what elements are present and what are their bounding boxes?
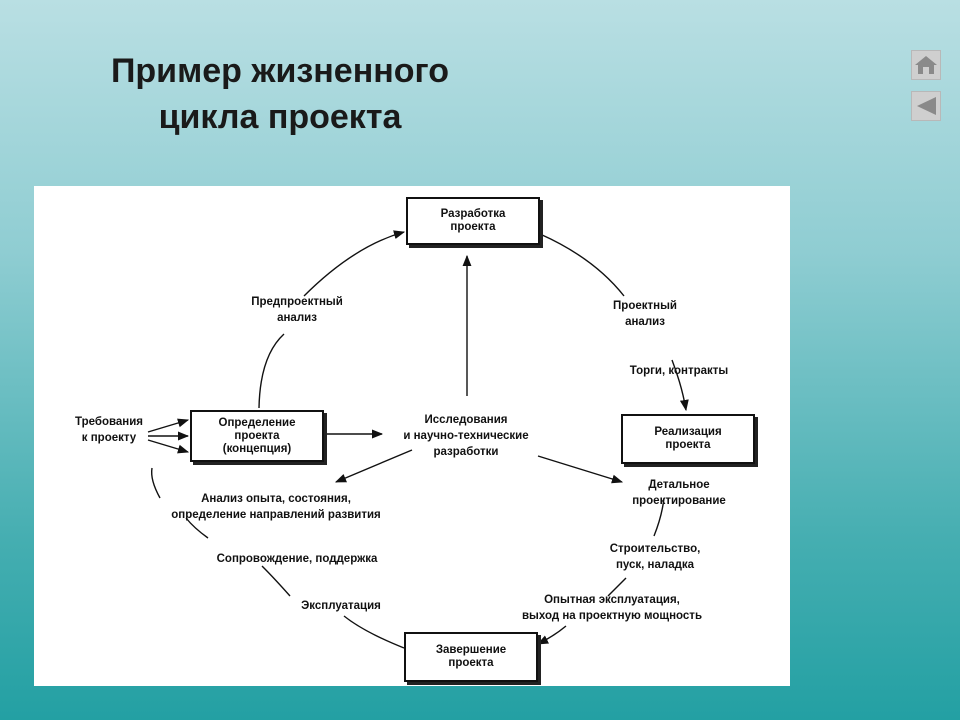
label-experience: Анализ опыта, состояния, определение нап… bbox=[146, 491, 406, 523]
label-requirements: Требования к проекту bbox=[66, 414, 152, 446]
home-icon bbox=[915, 56, 937, 74]
label-pre-project: Предпроектный анализ bbox=[232, 294, 362, 326]
label-experience-line2: определение направлений развития bbox=[171, 509, 381, 521]
back-button[interactable] bbox=[911, 91, 941, 121]
arc-operation-bottom bbox=[343, 615, 405, 649]
label-construction-line2: пуск, наладка bbox=[615, 559, 695, 571]
label-research: Исследования и научно-технические разраб… bbox=[386, 412, 546, 460]
label-project-analysis-line1: Проектный bbox=[613, 300, 677, 312]
box-definition-line3: (концепция) bbox=[222, 442, 292, 455]
label-pre-project-line1: Предпроектный bbox=[251, 296, 343, 308]
label-research-line3: разработки bbox=[433, 446, 499, 458]
label-detail-design-line1: Детальное bbox=[648, 479, 710, 491]
label-experience-line1: Анализ опыта, состояния, bbox=[201, 493, 351, 505]
arc-support bbox=[185, 517, 209, 539]
box-definition: Определение проекта (концепция) bbox=[190, 410, 324, 462]
arc-project-analysis bbox=[539, 233, 625, 297]
label-construction-line1: Строительство, bbox=[609, 543, 701, 555]
label-project-analysis-line2: анализ bbox=[625, 316, 665, 328]
label-research-line1: Исследования bbox=[424, 414, 508, 426]
box-development: Разработка проекта bbox=[406, 197, 540, 245]
arc-construction bbox=[607, 577, 627, 597]
box-implementation-line1: Реализация bbox=[654, 426, 722, 438]
box-development-line1: Разработка bbox=[440, 208, 506, 220]
label-trial-line2: выход на проектную мощность bbox=[521, 610, 703, 622]
label-support: Сопровождение, поддержка bbox=[216, 553, 378, 565]
box-implementation-line2: проекта bbox=[665, 439, 711, 451]
arrow-research-definition bbox=[334, 449, 413, 483]
slide-title: Пример жизненного цикла проекта bbox=[60, 48, 500, 140]
label-detail-design-line2: проектирование bbox=[632, 495, 726, 507]
label-detail-design: Детальное проектирование bbox=[614, 477, 744, 509]
arrow-req-1 bbox=[147, 418, 190, 433]
arc-experience-left bbox=[150, 467, 161, 499]
label-trial-line1: Опытная эксплуатация, bbox=[544, 594, 680, 606]
label-requirements-line1: Требования bbox=[74, 416, 144, 428]
lifecycle-diagram: Разработка проекта Определение проекта (… bbox=[34, 186, 790, 686]
arc-pre-project-top bbox=[303, 230, 406, 297]
arc-operation-top bbox=[261, 565, 291, 597]
box-development-line2: проекта bbox=[450, 221, 496, 233]
back-arrow-icon bbox=[917, 97, 936, 115]
arc-trial bbox=[536, 625, 567, 645]
label-operation: Эксплуатация bbox=[301, 600, 381, 612]
arc-detail-design bbox=[653, 497, 665, 537]
box-completion-line1: Завершение bbox=[435, 644, 507, 656]
label-project-analysis: Проектный анализ bbox=[590, 298, 700, 330]
label-research-line2: и научно-технические bbox=[403, 430, 529, 442]
box-completion: Завершение проекта bbox=[404, 632, 538, 682]
label-pre-project-line2: анализ bbox=[277, 312, 317, 324]
slide-title-line2: цикла проекта bbox=[158, 98, 402, 136]
box-implementation: Реализация проекта bbox=[621, 414, 755, 464]
arc-tenders bbox=[671, 359, 689, 412]
arrow-req-3 bbox=[147, 439, 190, 454]
box-completion-line2: проекта bbox=[448, 657, 494, 669]
label-tenders: Торги, контракты bbox=[629, 365, 729, 377]
diagram-connectors bbox=[147, 230, 689, 649]
label-trial: Опытная эксплуатация, выход на проектную… bbox=[502, 592, 722, 624]
slide-title-line1: Пример жизненного bbox=[110, 52, 450, 90]
label-requirements-line2: к проекту bbox=[81, 432, 137, 444]
box-definition-line1: Определение bbox=[218, 416, 296, 429]
box-definition-line2: проекта bbox=[234, 429, 280, 442]
arrow-research-detail bbox=[537, 455, 624, 484]
arc-pre-project-bottom bbox=[258, 333, 285, 409]
home-button[interactable] bbox=[911, 50, 941, 80]
label-construction: Строительство, пуск, наладка bbox=[590, 541, 720, 573]
